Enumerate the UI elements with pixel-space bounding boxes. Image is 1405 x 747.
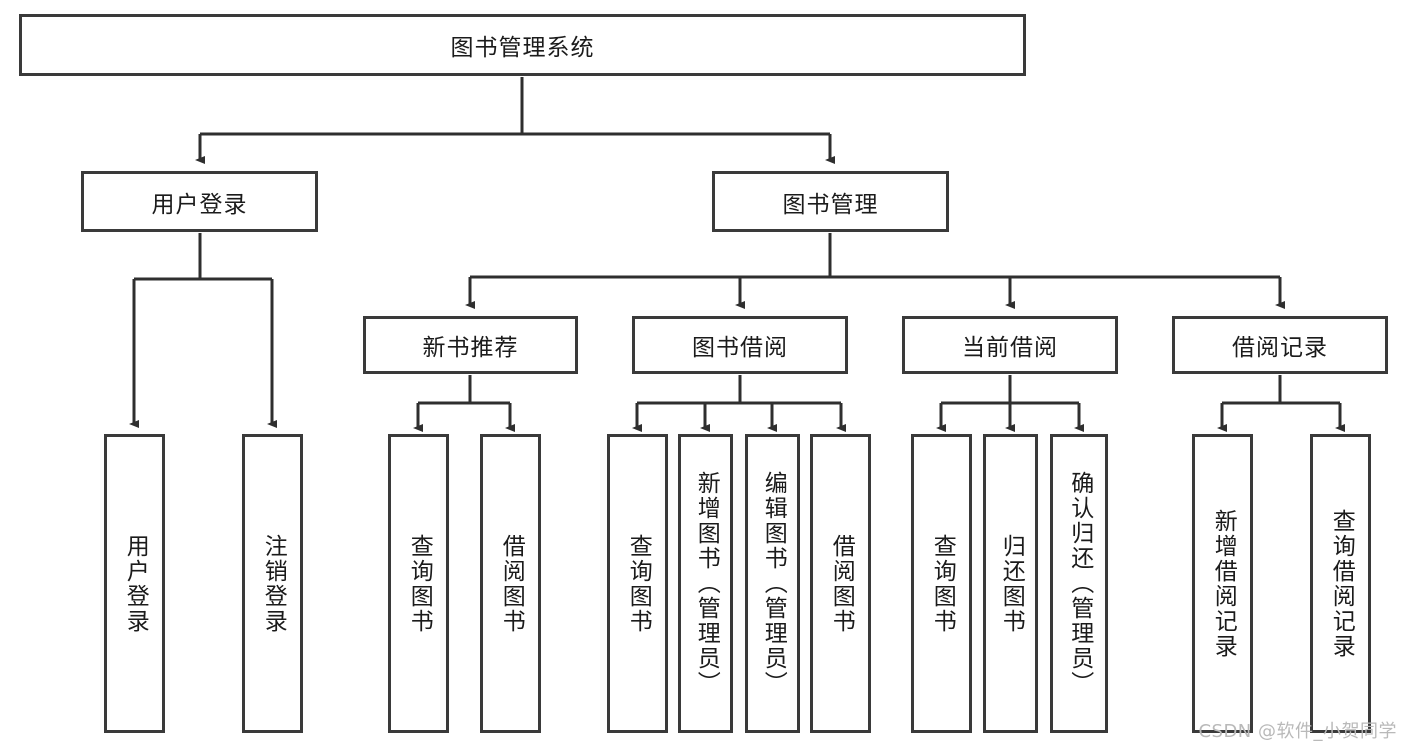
node-leaf-query-book-3[interactable]: 查询图书 (911, 434, 972, 733)
node-leaf-edit-book-label: 编辑图书（管理员） (760, 471, 787, 696)
node-borrow-record[interactable]: 借阅记录 (1172, 316, 1388, 374)
node-root-system[interactable]: 图书管理系统 (19, 14, 1026, 76)
node-leaf-borrow-book-1-label: 借阅图书 (498, 533, 525, 634)
node-leaf-query-book-1-label: 查询图书 (406, 533, 433, 634)
node-book-management-label: 图书管理 (782, 191, 879, 218)
node-leaf-user-logout-label: 注销登录 (260, 533, 287, 634)
node-leaf-user-login[interactable]: 用户登录 (104, 434, 165, 733)
node-leaf-add-record-label: 新增借阅记录 (1210, 508, 1237, 659)
node-user-login-label: 用户登录 (151, 191, 248, 218)
node-current-borrow[interactable]: 当前借阅 (902, 316, 1118, 374)
node-book-borrow[interactable]: 图书借阅 (632, 316, 848, 374)
node-leaf-edit-book[interactable]: 编辑图书（管理员） (745, 434, 800, 733)
node-leaf-add-record[interactable]: 新增借阅记录 (1192, 434, 1253, 733)
node-user-login[interactable]: 用户登录 (81, 171, 318, 232)
node-leaf-confirm-return[interactable]: 确认归还（管理员） (1050, 434, 1108, 733)
node-leaf-return-book[interactable]: 归还图书 (983, 434, 1038, 733)
node-leaf-query-record-label: 查询借阅记录 (1328, 508, 1355, 659)
node-leaf-query-record[interactable]: 查询借阅记录 (1310, 434, 1371, 733)
node-book-management[interactable]: 图书管理 (712, 171, 949, 232)
node-leaf-query-book-2-label: 查询图书 (625, 533, 652, 634)
node-leaf-borrow-book-2-label: 借阅图书 (828, 533, 855, 634)
node-leaf-borrow-book-2[interactable]: 借阅图书 (810, 434, 871, 733)
node-leaf-user-login-label: 用户登录 (122, 533, 149, 634)
node-leaf-return-book-label: 归还图书 (998, 533, 1025, 634)
node-new-book-recommend[interactable]: 新书推荐 (363, 316, 578, 374)
node-leaf-add-book[interactable]: 新增图书（管理员） (678, 434, 733, 733)
node-current-borrow-label: 当前借阅 (962, 335, 1058, 361)
node-borrow-record-label: 借阅记录 (1232, 335, 1328, 361)
node-leaf-user-logout[interactable]: 注销登录 (242, 434, 303, 733)
node-root-label: 图书管理系统 (450, 35, 595, 61)
node-leaf-borrow-book-1[interactable]: 借阅图书 (480, 434, 541, 733)
node-leaf-query-book-2[interactable]: 查询图书 (607, 434, 668, 733)
node-leaf-confirm-return-label: 确认归还（管理员） (1066, 471, 1093, 696)
csdn-watermark: CSDN @软件_小贺同学 (1198, 721, 1397, 742)
node-leaf-query-book-3-label: 查询图书 (929, 533, 956, 634)
node-leaf-query-book-1[interactable]: 查询图书 (388, 434, 449, 733)
node-leaf-add-book-label: 新增图书（管理员） (693, 471, 720, 696)
node-new-book-recommend-label: 新书推荐 (422, 335, 519, 361)
node-book-borrow-label: 图书借阅 (692, 335, 788, 361)
